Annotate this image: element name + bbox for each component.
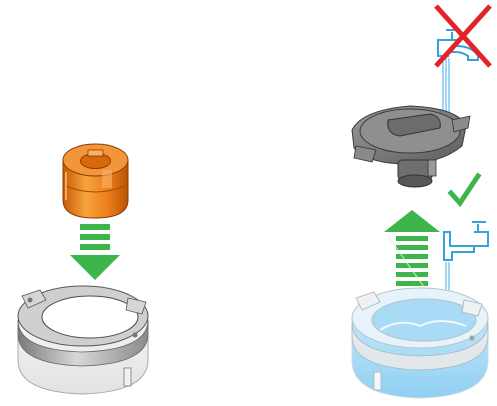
rinse-housing-panel [352, 6, 490, 398]
down-arrow-icon [70, 224, 120, 280]
check-mark-icon [451, 176, 478, 203]
filter-housing-with-water [352, 288, 488, 398]
faucet-icon-2 [444, 222, 488, 260]
x-mark-icon [436, 6, 490, 66]
water-stream-top [443, 58, 449, 118]
filter-cap [352, 106, 470, 187]
filter-housing [18, 286, 148, 394]
filter-cartridge [63, 144, 128, 218]
insert-filter-panel [18, 144, 148, 394]
